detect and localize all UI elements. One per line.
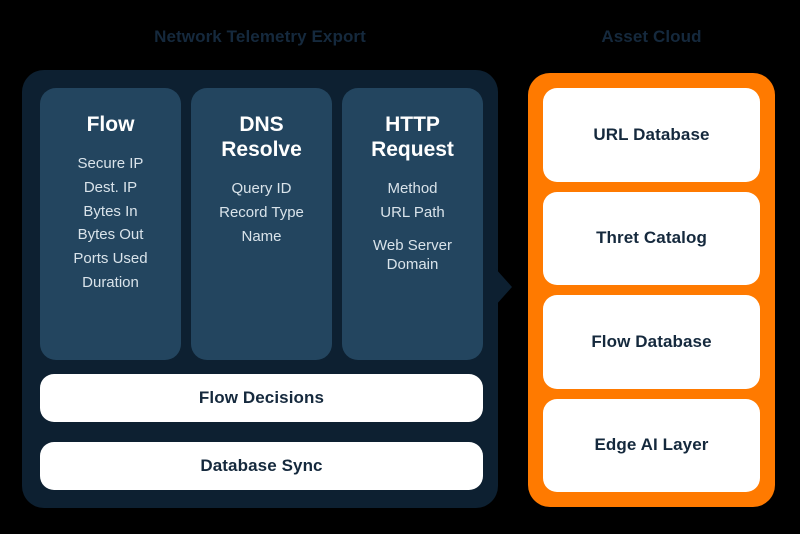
asset-card-thret-catalog[interactable]: Thret Catalog xyxy=(543,191,760,285)
telemetry-section-title: Network Telemetry Export xyxy=(154,27,366,46)
card-item: Web Server Domain xyxy=(373,236,452,273)
telemetry-card-http-request[interactable]: HTTP Request Method URL Path Web Server … xyxy=(342,88,483,360)
asset-label: Flow Database xyxy=(591,331,712,351)
flow-arrow-icon xyxy=(495,268,512,306)
card-title: HTTP Request xyxy=(371,113,454,162)
card-item: Bytes In xyxy=(83,202,138,220)
card-title: Flow xyxy=(86,113,135,136)
telemetry-card-dns-resolve[interactable]: DNS Resolve Query ID Record Type Name xyxy=(191,88,332,360)
card-item-list: Query ID Record Type Name xyxy=(219,180,304,246)
asset-cloud-panel: URL Database Thret Catalog Flow Database… xyxy=(528,73,775,507)
card-item: Query ID xyxy=(231,180,292,198)
telemetry-bar-flow-decisions[interactable]: Flow Decisions xyxy=(40,374,483,422)
card-item: Name xyxy=(241,227,282,245)
telemetry-columns: Flow Secure IP Dest. IP Bytes In Bytes O… xyxy=(40,88,483,360)
card-item: Secure IP xyxy=(77,155,144,173)
asset-card-edge-ai-layer[interactable]: Edge AI Layer xyxy=(543,398,760,492)
telemetry-card-flow[interactable]: Flow Secure IP Dest. IP Bytes In Bytes O… xyxy=(40,88,181,360)
card-item-list: Secure IP Dest. IP Bytes In Bytes Out Po… xyxy=(73,155,147,293)
card-item: Bytes Out xyxy=(77,226,144,244)
asset-card-url-database[interactable]: URL Database xyxy=(543,88,760,182)
asset-label: Thret Catalog xyxy=(596,228,707,248)
asset-label: Edge AI Layer xyxy=(594,435,709,455)
card-title: DNS Resolve xyxy=(221,113,302,162)
asset-label: URL Database xyxy=(593,124,710,144)
card-item: URL Path xyxy=(380,204,445,222)
card-item: Duration xyxy=(82,273,139,291)
asset-section-title: Asset Cloud xyxy=(601,27,702,46)
asset-card-flow-database[interactable]: Flow Database xyxy=(543,295,760,389)
telemetry-bar-database-sync[interactable]: Database Sync xyxy=(40,442,483,490)
card-item-list: Method URL Path Web Server Domain xyxy=(367,180,459,274)
bar-label: Flow Decisions xyxy=(198,388,325,407)
bar-label: Database Sync xyxy=(200,456,323,475)
card-item: Method xyxy=(387,180,438,198)
card-item: Dest. IP xyxy=(83,178,138,196)
card-item: Record Type xyxy=(219,204,304,222)
card-item: Ports Used xyxy=(73,250,148,268)
